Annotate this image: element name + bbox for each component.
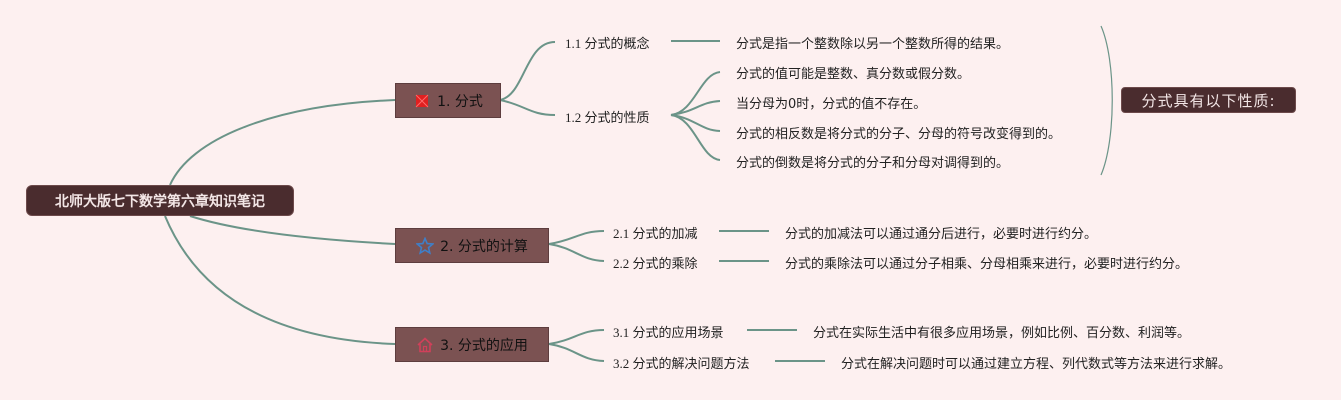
connector-b1-t12 [499,99,556,116]
branch-application-label: 3. 分式的应用 [440,337,528,354]
connector-t12-d4 [670,114,721,161]
connector-root-branch3 [164,215,396,345]
connector-b1-t11 [499,41,556,101]
topic-concept[interactable]: 1.1 分式的概念 [565,36,650,51]
root-topic[interactable]: 北师大版七下数学第六章知识笔记 [26,185,294,216]
branch-application[interactable]: 3. 分式的应用 [395,327,549,362]
branch-fractions[interactable]: 1. 分式 [395,83,501,118]
detail-property-1: 分式的值可能是整数、真分数或假分数。 [736,67,971,82]
connector-root-branch1 [169,99,396,186]
detail-concept: 分式是指一个整数除以另一个整数所得的结果。 [736,37,1010,52]
summary-bracket [1100,25,1113,176]
branch-calculation-label: 2. 分式的计算 [440,238,528,255]
summary-label: 分式具有以下性质: [1141,91,1276,110]
summary-box[interactable]: 分式具有以下性质: [1121,87,1296,113]
detail-property-2: 当分母为0时，分式的值不存在。 [736,97,927,112]
detail-property-4: 分式的倒数是将分式的分子和分母对调得到的。 [736,156,1010,171]
star-outline-icon [416,236,435,255]
branch-fractions-label: 1. 分式 [437,93,483,110]
topic-scenarios[interactable]: 3.1 分式的应用场景 [613,325,724,340]
house-icon [416,336,434,354]
detail-multiply-divide: 分式的乘除法可以通过分子相乘、分母相乘来进行，必要时进行约分。 [785,257,1189,272]
root-topic-label: 北师大版七下数学第六章知识笔记 [55,193,265,210]
connector-b2-t21 [548,230,605,245]
topic-multiply-divide[interactable]: 2.2 分式的乘除 [613,256,698,271]
topic-add-subtract[interactable]: 2.1 分式的加减 [613,226,698,241]
detail-property-3: 分式的相反数是将分式的分子、分母的符号改变得到的。 [736,127,1062,142]
connector-b3-t31 [548,329,605,345]
branch-calculation[interactable]: 2. 分式的计算 [395,228,549,263]
detail-add-subtract: 分式的加减法可以通过通分后进行，必要时进行约分。 [785,227,1098,242]
detail-problem-solving: 分式在解决问题时可以通过建立方程、列代数式等方法来进行求解。 [841,357,1232,372]
detail-scenarios: 分式在实际生活中有很多应用场景，例如比例、百分数、利润等。 [813,326,1191,341]
topic-problem-solving[interactable]: 3.2 分式的解决问题方法 [613,356,750,371]
red-flag-icon [413,92,431,110]
topic-properties[interactable]: 1.2 分式的性质 [565,110,650,125]
connector-b2-t22 [548,243,605,262]
connector-root-branch2 [189,215,396,245]
connector-b3-t32 [548,343,605,362]
connector-t12-d2 [670,100,721,116]
